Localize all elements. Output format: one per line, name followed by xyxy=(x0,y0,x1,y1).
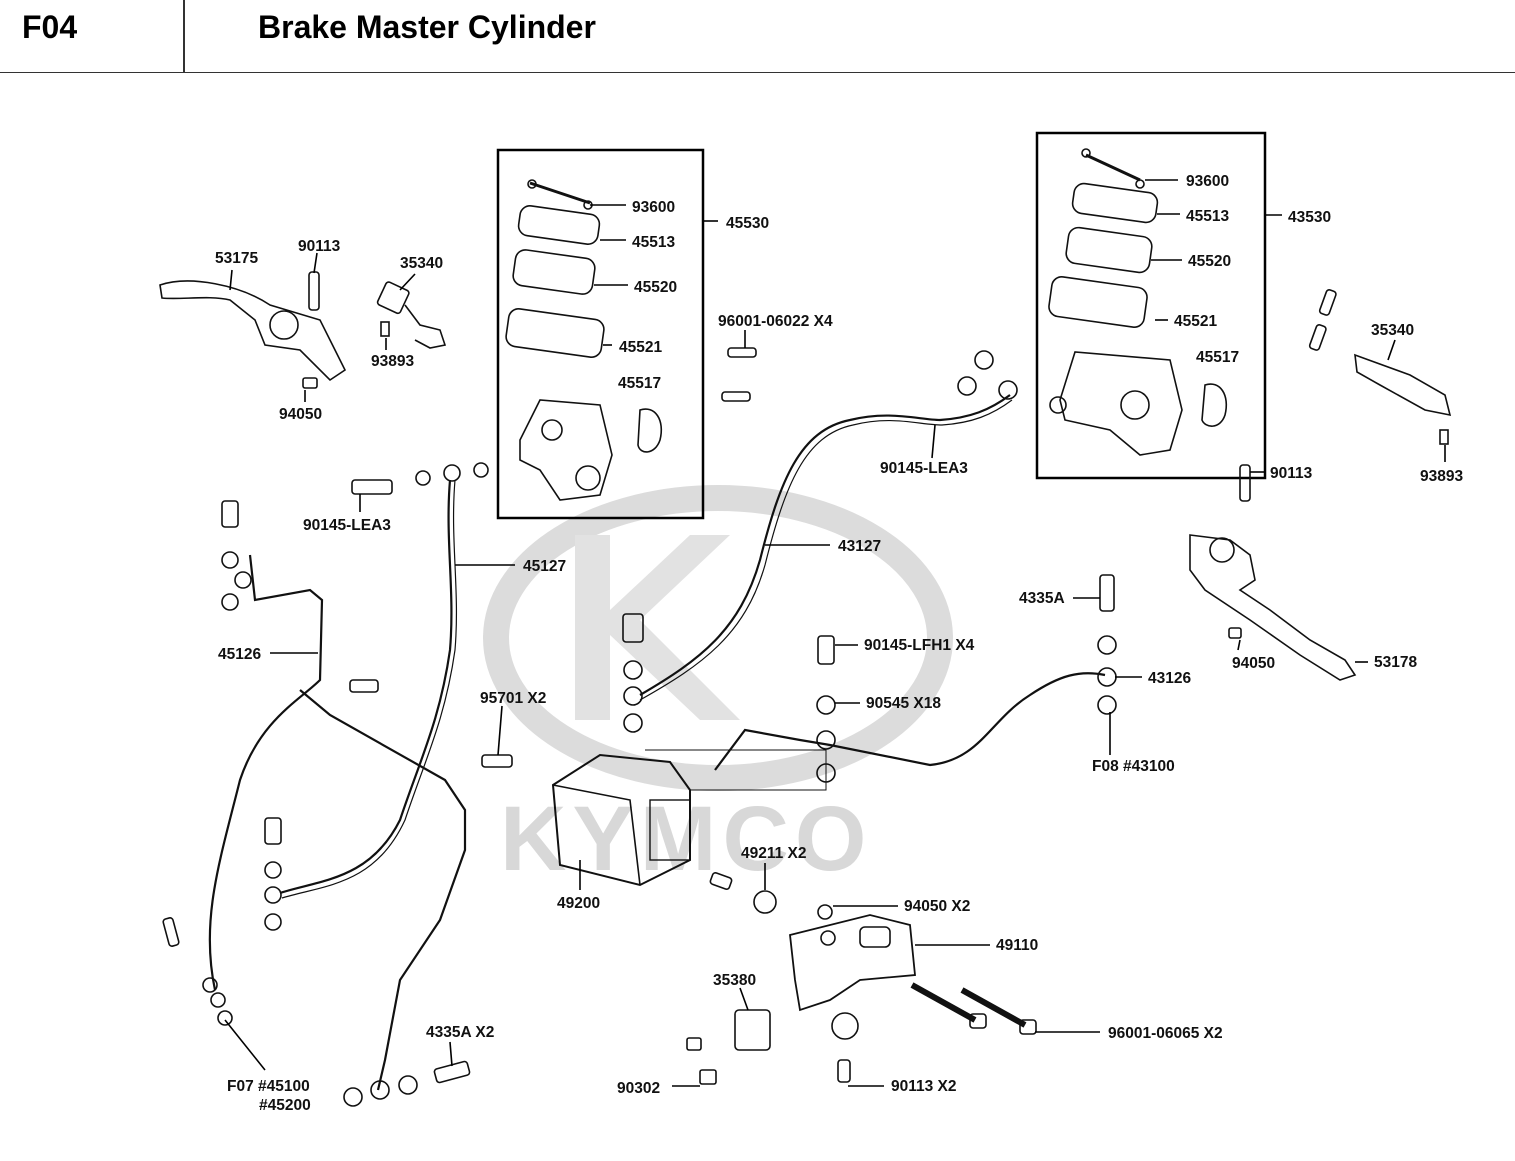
label-90113-c: 90113 X2 xyxy=(891,1078,957,1095)
label-94050-a: 94050 xyxy=(279,406,322,423)
label-90145-lea3-a: 90145-LEA3 xyxy=(303,517,391,534)
label-93893-b: 93893 xyxy=(1420,468,1463,485)
watermark-brand: KYMCO xyxy=(500,788,872,890)
label-45517-a: 45517 xyxy=(618,375,661,392)
label-49110: 49110 xyxy=(996,937,1038,954)
label-53175: 53175 xyxy=(215,250,258,267)
leader-lines xyxy=(224,179,1446,1087)
label-35340-b: 35340 xyxy=(1371,322,1414,339)
part-labels: 93600 45513 45520 45521 45517 45530 9360… xyxy=(215,173,1463,1114)
label-53178: 53178 xyxy=(1374,654,1417,671)
label-45521-a: 45521 xyxy=(619,339,662,356)
label-4335a: 4335A xyxy=(1019,590,1065,607)
label-43127: 43127 xyxy=(838,538,881,555)
label-45513-a: 45513 xyxy=(632,234,675,251)
label-90113-a: 90113 xyxy=(298,238,341,255)
header-divider xyxy=(183,0,185,72)
label-45520-b: 45520 xyxy=(1188,253,1231,270)
label-45517-b: 45517 xyxy=(1196,349,1239,366)
page-title: Brake Master Cylinder xyxy=(258,9,596,45)
label-93893-a: 93893 xyxy=(371,353,414,370)
label-f08: F08 #43100 xyxy=(1092,758,1175,775)
label-90545: 90545 X18 xyxy=(866,695,941,712)
label-45520-a: 45520 xyxy=(634,279,677,296)
label-f07: F07 #45100 xyxy=(227,1078,310,1095)
label-94050-c: 94050 X2 xyxy=(904,898,970,915)
kit-box-43530 xyxy=(1035,131,1267,480)
section-code: F04 xyxy=(22,9,78,45)
label-45513-b: 45513 xyxy=(1186,208,1229,225)
label-90145-lea3-b: 90145-LEA3 xyxy=(880,460,968,477)
label-45127: 45127 xyxy=(523,558,566,575)
label-45530: 45530 xyxy=(726,215,769,232)
label-43126: 43126 xyxy=(1148,670,1191,687)
label-93600-b: 93600 xyxy=(1186,173,1229,190)
label-35340-a: 35340 xyxy=(400,255,443,272)
label-90113-b: 90113 xyxy=(1270,465,1313,482)
label-45521-b: 45521 xyxy=(1174,313,1217,330)
label-95701: 95701 X2 xyxy=(480,690,546,707)
label-35380: 35380 xyxy=(713,972,756,989)
label-96001-06022: 96001-06022 X4 xyxy=(718,313,833,330)
kit-box-45530 xyxy=(496,148,705,520)
label-90145-lfh1: 90145-LFH1 X4 xyxy=(864,637,975,654)
label-90302: 90302 xyxy=(617,1080,660,1097)
label-43530: 43530 xyxy=(1288,209,1331,226)
label-4335a-x2: 4335A X2 xyxy=(426,1024,494,1041)
part-drawings xyxy=(159,148,1452,1107)
label-49200: 49200 xyxy=(557,895,600,912)
page-header: F04 Brake Master Cylinder xyxy=(0,0,1515,73)
label-45200: #45200 xyxy=(259,1097,311,1114)
kymco-watermark: KYMCO xyxy=(483,485,953,890)
label-45126: 45126 xyxy=(218,646,261,663)
label-94050-b: 94050 xyxy=(1232,655,1275,672)
label-49211: 49211 X2 xyxy=(741,845,807,862)
label-96001-06065: 96001-06065 X2 xyxy=(1108,1025,1223,1042)
label-93600-a: 93600 xyxy=(632,199,675,216)
